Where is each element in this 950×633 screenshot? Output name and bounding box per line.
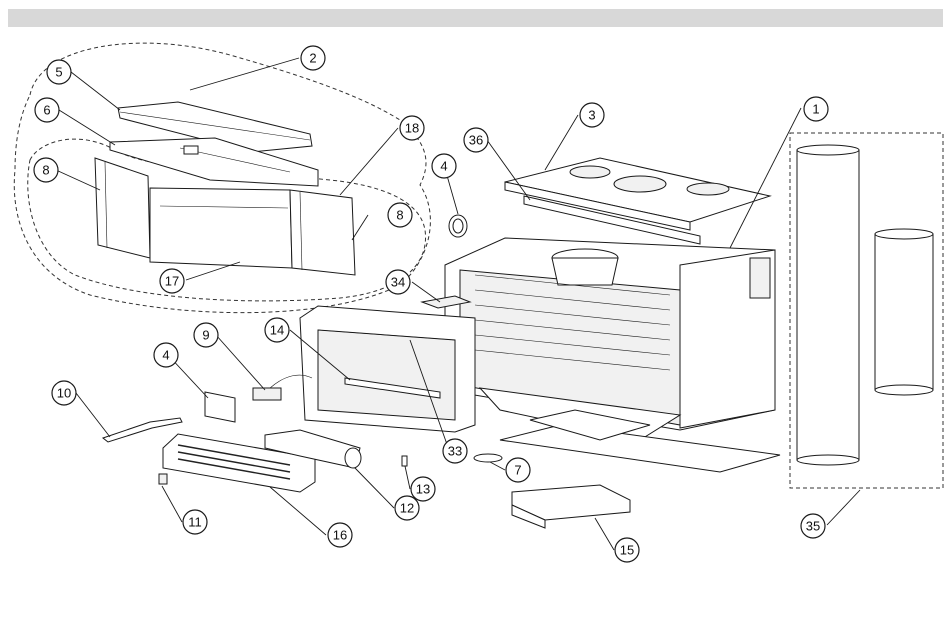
svg-text:9: 9 [202, 328, 209, 343]
svg-text:6: 6 [43, 103, 50, 118]
svg-text:33: 33 [448, 444, 462, 459]
part-4-gasket-ring [449, 215, 467, 237]
part-4-cover-plate [205, 392, 235, 422]
part-7-washer [474, 454, 502, 462]
svg-text:17: 17 [165, 274, 179, 289]
part-10-rod [103, 418, 182, 442]
part-8-left-panel [95, 158, 150, 258]
callout-13: 13 [411, 477, 435, 501]
svg-text:36: 36 [469, 133, 483, 148]
part-15-tray [512, 485, 630, 528]
callout-8-left: 8 [34, 158, 58, 182]
svg-text:4: 4 [440, 159, 447, 174]
callout-4-ring: 4 [432, 154, 456, 178]
svg-text:5: 5 [55, 65, 62, 80]
callout-36: 36 [464, 128, 488, 152]
svg-text:1: 1 [812, 102, 819, 117]
part-17-rear-panel [150, 188, 292, 268]
svg-text:13: 13 [416, 482, 430, 497]
svg-text:15: 15 [620, 543, 634, 558]
callout-16: 16 [328, 523, 352, 547]
callout-14: 14 [265, 318, 289, 342]
svg-text:18: 18 [405, 121, 419, 136]
svg-text:16: 16 [333, 528, 347, 543]
svg-text:14: 14 [270, 323, 284, 338]
svg-text:4: 4 [162, 348, 169, 363]
svg-text:3: 3 [588, 108, 595, 123]
callout-18: 18 [400, 116, 424, 140]
part-8-right-panel [290, 190, 355, 275]
callout-4-cover: 4 [154, 343, 178, 367]
callout-6: 6 [35, 98, 59, 122]
callout-9: 9 [194, 323, 218, 347]
callout-35: 35 [801, 514, 825, 538]
part-14-front-frame [300, 306, 475, 432]
callout-5: 5 [47, 60, 71, 84]
part-13-screw [402, 456, 407, 466]
svg-text:10: 10 [57, 386, 71, 401]
part-1-firebox [445, 238, 775, 440]
svg-text:8: 8 [396, 208, 403, 223]
callout-8-right: 8 [388, 203, 412, 227]
callout-3: 3 [580, 103, 604, 127]
callout-33: 33 [443, 439, 467, 463]
svg-text:35: 35 [806, 519, 820, 534]
part-11-clip [159, 474, 167, 484]
callout-10: 10 [52, 381, 76, 405]
callout-2: 2 [301, 46, 325, 70]
svg-text:7: 7 [514, 463, 521, 478]
svg-text:12: 12 [400, 501, 414, 516]
callout-7: 7 [506, 458, 530, 482]
callout-1: 1 [804, 97, 828, 121]
callout-15: 15 [615, 538, 639, 562]
part-35-cylinders [797, 145, 933, 465]
callout-34: 34 [386, 270, 410, 294]
callout-11: 11 [183, 510, 207, 534]
svg-text:11: 11 [188, 515, 202, 530]
callout-17: 17 [160, 269, 184, 293]
svg-text:2: 2 [309, 51, 316, 66]
callout-12: 12 [395, 496, 419, 520]
svg-text:34: 34 [391, 275, 405, 290]
svg-text:8: 8 [42, 163, 49, 178]
part-3-top-plate [505, 158, 770, 230]
